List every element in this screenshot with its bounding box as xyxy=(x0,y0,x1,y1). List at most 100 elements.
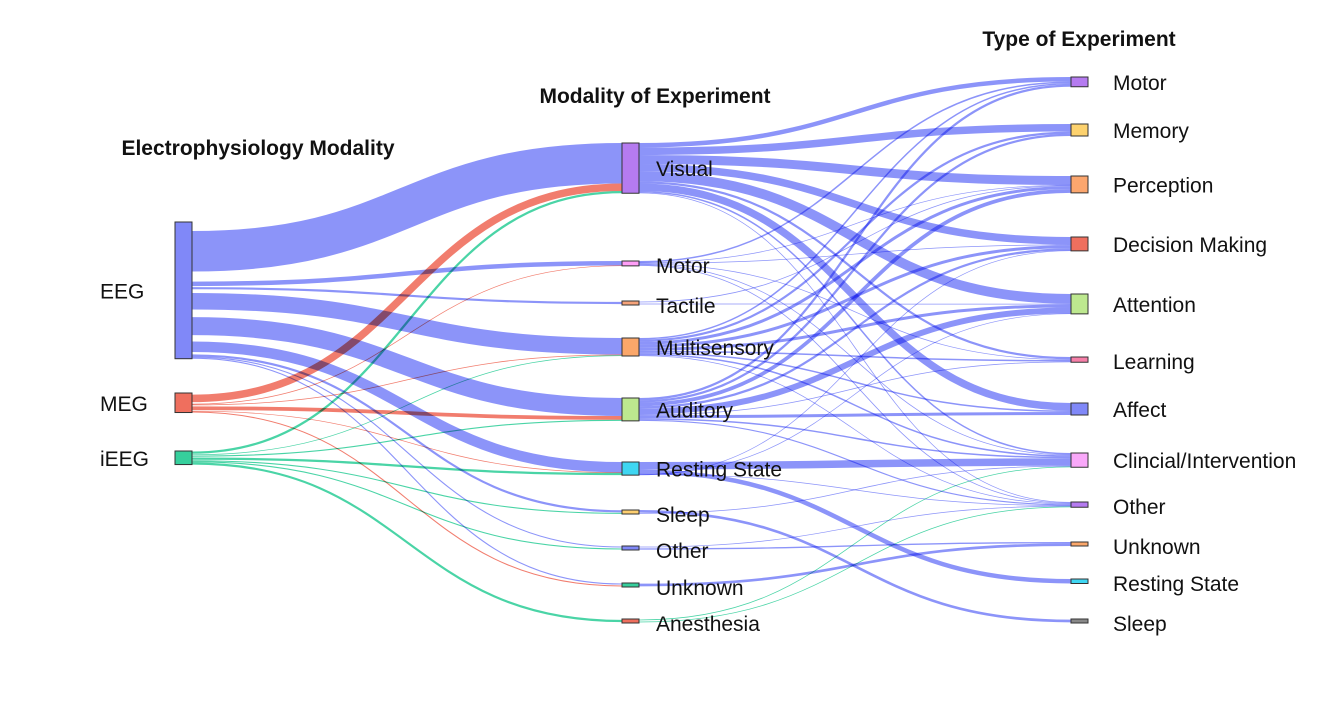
flow-m_auditory-to-t_motor xyxy=(638,84,1072,401)
flow-meg-to-m_motor xyxy=(191,265,623,405)
node-label-t_sleep: Sleep xyxy=(1113,613,1167,636)
flow-m_auditory-to-t_perception xyxy=(638,189,1072,407)
node-label-ieeg: iEEG xyxy=(100,448,149,471)
flow-ieeg-to-m_anesthesia xyxy=(191,462,623,623)
node-t_other xyxy=(1070,501,1089,508)
sankey-nodes xyxy=(174,76,1089,624)
flow-eeg-to-m_other xyxy=(191,356,623,548)
flow-eeg-to-m_visual xyxy=(191,143,623,272)
flow-m_resting-to-t_decision xyxy=(638,250,1072,476)
node-m_sleep xyxy=(621,509,640,515)
flow-m_visual-to-t_motor xyxy=(638,77,1072,148)
flow-m_auditory-to-t_attention xyxy=(638,307,1072,415)
flow-m_motor-to-t_learning xyxy=(638,263,1072,360)
flow-m_visual-to-t_perception xyxy=(638,155,1072,185)
flow-m_sleep-to-t_clinical xyxy=(638,465,1072,514)
flow-m_visual-to-t_decision xyxy=(638,164,1072,245)
node-t_learning xyxy=(1070,356,1089,363)
flow-m_motor-to-t_other xyxy=(638,265,1072,504)
node-t_decision xyxy=(1070,236,1089,252)
node-label-t_unknown: Unknown xyxy=(1113,536,1201,559)
flow-m_multisensory-to-t_motor xyxy=(638,83,1072,340)
node-label-t_resting: Resting State xyxy=(1113,573,1239,596)
flow-meg-to-m_visual xyxy=(191,183,623,403)
flow-m_anesthesia-to-t_other xyxy=(638,506,1072,623)
flow-m_motor-to-t_decision xyxy=(638,244,1072,264)
node-m_visual xyxy=(621,142,640,194)
node-t_attention xyxy=(1070,293,1089,315)
flow-ieeg-to-m_other xyxy=(191,461,623,550)
node-label-m_auditory: Auditory xyxy=(656,399,734,422)
flow-eeg-to-m_sleep xyxy=(191,354,623,513)
flow-m_auditory-to-t_decision xyxy=(638,248,1072,409)
node-label-t_other: Other xyxy=(1113,496,1166,519)
node-label-t_attention: Attention xyxy=(1113,294,1196,317)
flow-m_auditory-to-t_affect xyxy=(638,412,1072,419)
flow-m_visual-to-t_other xyxy=(638,192,1072,503)
node-label-t_learning: Learning xyxy=(1113,351,1195,374)
node-label-m_motor: Motor xyxy=(656,255,710,278)
flow-m_auditory-to-t_clinical xyxy=(638,418,1072,459)
node-label-m_anesthesia: Anesthesia xyxy=(656,613,760,636)
flow-m_anesthesia-to-t_clinical xyxy=(638,466,1072,621)
flow-m_multisensory-to-t_learning xyxy=(638,350,1072,362)
flow-m_multisensory-to-t_clinical xyxy=(638,353,1072,457)
column-title-2: Type of Experiment xyxy=(982,28,1175,51)
flow-m_resting-to-t_clinical xyxy=(638,458,1072,470)
node-label-m_multisensory: Multisensory xyxy=(656,337,774,360)
flow-m_other-to-t_unknown xyxy=(638,542,1072,550)
node-m_motor xyxy=(621,260,640,267)
flow-m_visual-to-t_learning xyxy=(638,181,1072,360)
flow-m_multisensory-to-t_perception xyxy=(638,186,1072,345)
column-title-0: Electrophysiology Modality xyxy=(121,137,394,160)
node-label-t_perception: Perception xyxy=(1113,174,1213,197)
node-t_memory xyxy=(1070,123,1089,137)
flow-m_multisensory-to-t_affect xyxy=(638,352,1072,412)
node-eeg xyxy=(174,221,193,360)
node-meg xyxy=(174,392,193,414)
node-m_anesthesia xyxy=(621,618,640,624)
node-t_perception xyxy=(1070,175,1089,194)
flow-m_motor-to-t_perception xyxy=(638,184,1072,264)
node-ieeg xyxy=(174,450,193,466)
node-t_unknown xyxy=(1070,541,1089,547)
flow-m_auditory-to-t_learning xyxy=(638,361,1072,416)
flow-m_multisensory-to-t_other xyxy=(638,355,1072,505)
node-label-t_memory: Memory xyxy=(1113,120,1189,143)
node-label-t_decision: Decision Making xyxy=(1113,234,1267,257)
flow-m_motor-to-t_motor xyxy=(638,81,1072,263)
node-label-m_resting: Resting State xyxy=(656,459,782,482)
node-m_tactile xyxy=(621,300,640,306)
flow-ieeg-to-m_sleep xyxy=(191,460,623,514)
flow-m_visual-to-t_memory xyxy=(638,124,1072,155)
node-m_other xyxy=(621,545,640,551)
flow-meg-to-m_auditory xyxy=(191,406,623,420)
flow-links xyxy=(191,77,1072,623)
node-label-t_clinical: Clincial/Intervention xyxy=(1113,450,1296,473)
node-t_sleep xyxy=(1070,618,1089,624)
flow-eeg-to-m_motor xyxy=(191,261,623,287)
flow-m_auditory-to-t_memory xyxy=(638,133,1072,403)
flow-ieeg-to-m_multisensory xyxy=(191,355,623,456)
flow-meg-to-m_unknown xyxy=(191,411,623,587)
flow-eeg-to-m_resting xyxy=(191,341,623,473)
node-label-m_tactile: Tactile xyxy=(656,295,716,318)
node-label-m_other: Other xyxy=(656,540,709,563)
flow-ieeg-to-m_auditory xyxy=(191,419,623,457)
node-label-m_unknown: Unknown xyxy=(656,577,744,600)
flow-meg-to-m_multisensory xyxy=(191,354,623,406)
node-m_resting xyxy=(621,461,640,476)
flow-eeg-to-m_auditory xyxy=(191,317,623,416)
flow-m_multisensory-to-t_memory xyxy=(638,131,1072,342)
node-label-meg: MEG xyxy=(100,393,148,416)
node-label-m_sleep: Sleep xyxy=(656,504,710,527)
node-label-eeg: EEG xyxy=(100,280,144,303)
flow-m_visual-to-t_clinical xyxy=(638,191,1072,455)
flow-meg-to-m_resting xyxy=(191,410,623,474)
flow-ieeg-to-m_resting xyxy=(191,457,623,476)
node-label-t_motor: Motor xyxy=(1113,72,1167,95)
node-t_resting xyxy=(1070,578,1089,584)
flow-m_other-to-t_other xyxy=(638,505,1072,548)
